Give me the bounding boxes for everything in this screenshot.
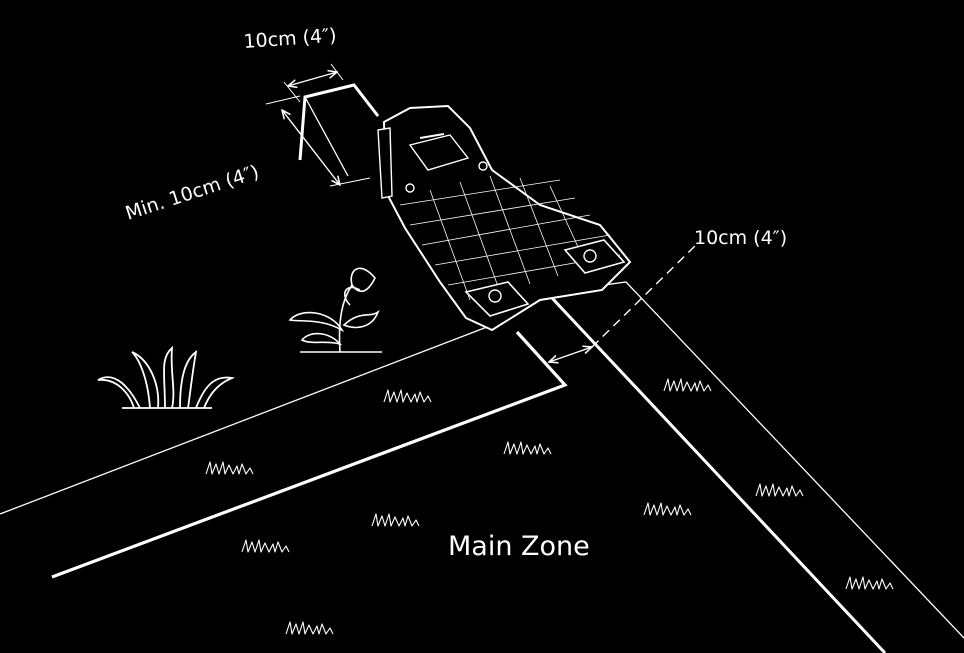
zone-label: Main Zone: [448, 531, 590, 562]
grass-tuft-icon: [205, 461, 254, 475]
grass-tuft-icon: [371, 513, 420, 527]
grass-clump-icon: [97, 345, 236, 409]
label-right-width: 10cm (4″): [694, 227, 787, 249]
label-min-length: Min. 10cm (4″): [123, 161, 262, 225]
dimension-right-width: [549, 347, 592, 362]
boundary-wire-main: [51, 330, 568, 579]
grass-tuft-icon: [845, 576, 894, 590]
corridor-outer-line: [589, 281, 964, 639]
docking-station-icon: [377, 104, 632, 332]
grass-tuft-icon: [755, 483, 804, 497]
grass-tuft-icon: [383, 389, 432, 403]
grass-tuft-icon: [285, 621, 334, 635]
grass-tuft-icon: [503, 441, 552, 455]
grass-tuft-icon: [663, 378, 712, 392]
dimension-tick: [283, 81, 301, 103]
wire-guide-left: [304, 96, 349, 177]
dimension-tick: [265, 95, 301, 105]
dimension-min-length: [282, 110, 340, 185]
plant-icon: [288, 267, 382, 353]
label-top-width: 10cm (4″): [243, 25, 337, 53]
lawn-edge-line: [0, 321, 501, 515]
grass-tuft-icon: [241, 539, 290, 553]
grass-tuft-icon: [643, 502, 692, 516]
dimension-leader: [591, 244, 697, 348]
boundary-wire-corridor: [550, 296, 887, 653]
dimension-tick: [329, 177, 371, 187]
dimension-top-width: [288, 72, 337, 86]
dimension-tick: [330, 63, 344, 81]
